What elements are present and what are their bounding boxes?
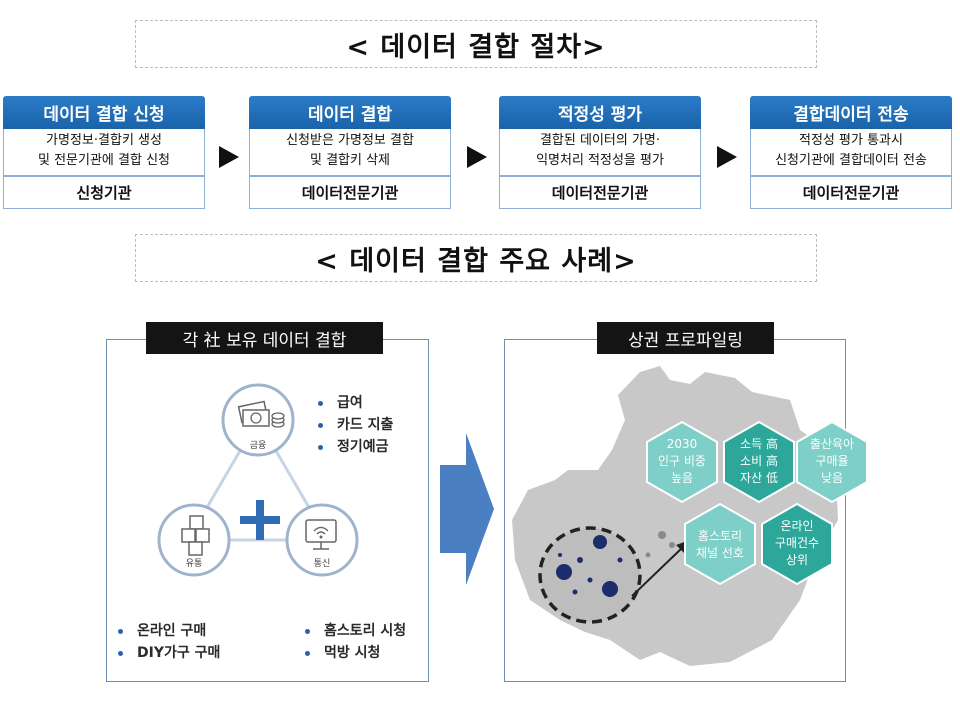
hexagon-text: 구매건수 xyxy=(775,536,819,550)
step-combine: 데이터 결합 신청받은 가명정보 결합 및 결합키 삭제 데이터전문기관 xyxy=(249,96,451,209)
hexagon-text: 구매율 xyxy=(815,454,848,468)
list-item: 온라인 구매 xyxy=(118,620,220,642)
step-evaluate: 적정성 평가 결합된 데이터의 가명· 익명처리 적정성을 평가 데이터전문기관 xyxy=(499,96,701,209)
step-organization: 데이터전문기관 xyxy=(499,176,701,209)
big-right-arrow-icon xyxy=(440,433,494,585)
step-description: 결합된 데이터의 가명· 익명처리 적정성을 평가 xyxy=(499,129,701,176)
list-item-text: 먹방 시청 xyxy=(324,645,381,661)
step-description: 적정성 평가 통과시 신청기관에 결합데이터 전송 xyxy=(750,129,952,176)
hexagon-text: 자산 低 xyxy=(740,471,778,485)
step-header: 데이터 결합 xyxy=(249,96,451,129)
list-item-text: 온라인 구매 xyxy=(137,623,207,639)
data-combination-label: 각 社 보유 데이터 결합 xyxy=(146,322,383,354)
bullet-icon xyxy=(118,650,123,656)
step-description: 신청받은 가명정보 결합 및 결합키 삭제 xyxy=(249,129,451,176)
list-item: DIY가구 구매 xyxy=(118,642,220,664)
bullet-icon xyxy=(305,628,310,634)
bullet-icon xyxy=(318,400,323,406)
list-item: 카드 지출 xyxy=(318,414,393,436)
step-desc-line: 및 결합키 삭제 xyxy=(309,153,391,168)
telecom-items-list: 홈스토리 시청 먹방 시청 xyxy=(305,620,406,664)
plus-icon xyxy=(240,500,280,540)
hexagon-text: 상위 xyxy=(786,553,808,567)
hexagon-text: 홈스토리 xyxy=(698,529,742,543)
list-item: 정기예금 xyxy=(318,436,393,458)
step-transfer: 결합데이터 전송 적정성 평가 통과시 신청기관에 결합데이터 전송 데이터전문… xyxy=(750,96,952,209)
list-item: 먹방 시청 xyxy=(305,642,406,664)
commercial-profiling-label: 상권 프로파일링 xyxy=(597,322,774,354)
cases-title: < 데이터 결합 주요 사례> xyxy=(135,234,817,282)
hexagon-text: 2030 xyxy=(667,437,698,451)
finance-label: 금융 xyxy=(250,440,267,451)
boxes-icon xyxy=(181,515,210,556)
bullet-icon xyxy=(318,444,323,450)
hexagon-5: 온라인 구매건수 상위 xyxy=(761,502,833,586)
list-item-text: 홈스토리 시청 xyxy=(324,623,407,639)
hexagon-text: 낮음 xyxy=(821,471,843,485)
hexagon-text: 출산육아 xyxy=(810,437,854,451)
step-apply: 데이터 결합 신청 가명정보·결합키 생성 및 전문기관에 결합 신청 신청기관 xyxy=(3,96,205,209)
right-triangle-icon xyxy=(717,146,737,168)
list-item: 홈스토리 시청 xyxy=(305,620,406,642)
step-organization: 데이터전문기관 xyxy=(750,176,952,209)
right-triangle-icon xyxy=(467,146,487,168)
distribution-items-list: 온라인 구매 DIY가구 구매 xyxy=(118,620,220,664)
bullet-icon xyxy=(118,628,123,634)
money-icon xyxy=(237,400,285,428)
bullet-icon xyxy=(305,650,310,656)
step-desc-line: 적정성 평가 통과시 xyxy=(799,133,903,148)
step-header: 결합데이터 전송 xyxy=(750,96,952,129)
hexagon-1: 2030 인구 비중 높음 xyxy=(646,420,718,504)
step-desc-line: 신청받은 가명정보 결합 xyxy=(286,133,414,148)
step-organization: 신청기관 xyxy=(3,176,205,209)
step-organization: 데이터전문기관 xyxy=(249,176,451,209)
hexagon-text: 높음 xyxy=(671,471,693,485)
hexagon-2: 소득 高 소비 高 자산 低 xyxy=(723,420,795,504)
hexagon-text: 소비 高 xyxy=(740,453,778,468)
hexagon-4: 홈스토리 채널 선호 xyxy=(684,502,756,586)
region-dots xyxy=(556,535,623,597)
hexagon-text: 온라인 xyxy=(780,519,813,533)
selected-region-outline xyxy=(538,526,642,624)
list-item-text: 카드 지출 xyxy=(337,417,394,433)
list-item-text: 급여 xyxy=(337,395,363,411)
telecom-label: 통신 xyxy=(314,558,331,569)
hexagon-text: 소득 高 xyxy=(740,436,778,451)
list-item-text: 정기예금 xyxy=(337,439,389,455)
tv-wifi-icon xyxy=(305,519,337,550)
right-triangle-icon xyxy=(219,146,239,168)
step-desc-line: 신청기관에 결합데이터 전송 xyxy=(775,153,927,168)
process-title: < 데이터 결합 절차> xyxy=(135,20,817,68)
step-desc-line: 및 전문기관에 결합 신청 xyxy=(38,153,170,168)
distribution-label: 유통 xyxy=(186,558,203,569)
step-header: 적정성 평가 xyxy=(499,96,701,129)
bullet-icon xyxy=(318,422,323,428)
step-desc-line: 익명처리 적정성을 평가 xyxy=(536,153,664,168)
step-desc-line: 가명정보·결합키 생성 xyxy=(46,133,162,148)
finance-items-list: 급여 카드 지출 정기예금 xyxy=(318,392,393,458)
step-description: 가명정보·결합키 생성 및 전문기관에 결합 신청 xyxy=(3,129,205,176)
step-header: 데이터 결합 신청 xyxy=(3,96,205,129)
list-item: 급여 xyxy=(318,392,393,414)
list-item-text: DIY가구 구매 xyxy=(137,645,221,661)
hexagon-text: 인구 비중 xyxy=(658,454,706,468)
hexagon-text: 채널 선호 xyxy=(696,546,744,560)
step-desc-line: 결합된 데이터의 가명· xyxy=(539,133,661,148)
hexagon-3: 출산육아 구매율 낮음 xyxy=(796,420,868,504)
map-dots-gray xyxy=(645,531,675,558)
